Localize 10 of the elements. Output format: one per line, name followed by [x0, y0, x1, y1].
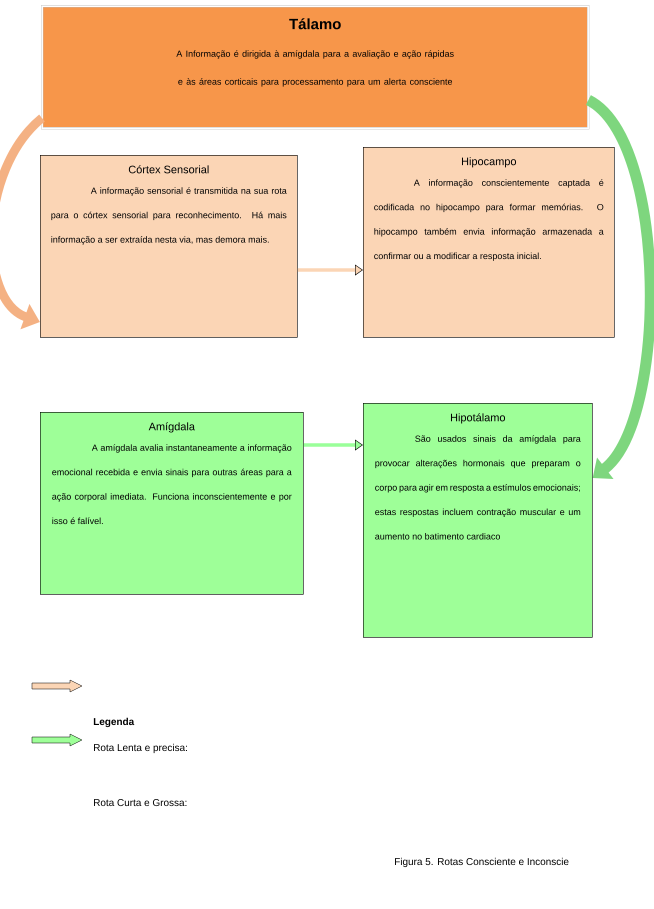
process-box: Córtex Sensorial A informação sensorial é transmitida na sua rota para o córtex sensorial para reconhecimento. Há mais informação a ser extraída nesta via, mas demora mais. — [40, 155, 298, 338]
arrow — [584, 96, 654, 479]
process-box: Hipotálamo São usados sinais da amígdala para provocar alterações hormonais que preparam o corpo para agir em resposta a estímulos emocionais; estas respostas incluem contração muscular e um aumento no batimento cardiaco — [363, 403, 593, 638]
caption: Figura 5. Rotas Consciente e Inconscie — [395, 858, 569, 868]
header-box: Tálamo A Informação é dirigida à amígdala para a avaliação e ação rápidas e às áreas corticais para processamento para um alerta consciente — [41, 5, 590, 130]
process-box: Amígdala A amígdala avalia instantaneamente a informação emocional recebida e envia sinais para outras áreas para a ação corporal imediata. Funciona inconscientemente e por isso é falível. — [40, 412, 304, 595]
legend-heading: Legenda — [94, 718, 134, 728]
legend-text: Rota Lenta e precisa: — [94, 744, 187, 754]
legend-text: Rota Curta e Grossa: — [94, 799, 186, 806]
process-box: Hipocampo A informação conscientemente captada é codificada no hipocampo para formar memórias. O hipocampo também envia informação armazenada a confirmar ou a modificar a resposta inicial. — [363, 147, 615, 338]
